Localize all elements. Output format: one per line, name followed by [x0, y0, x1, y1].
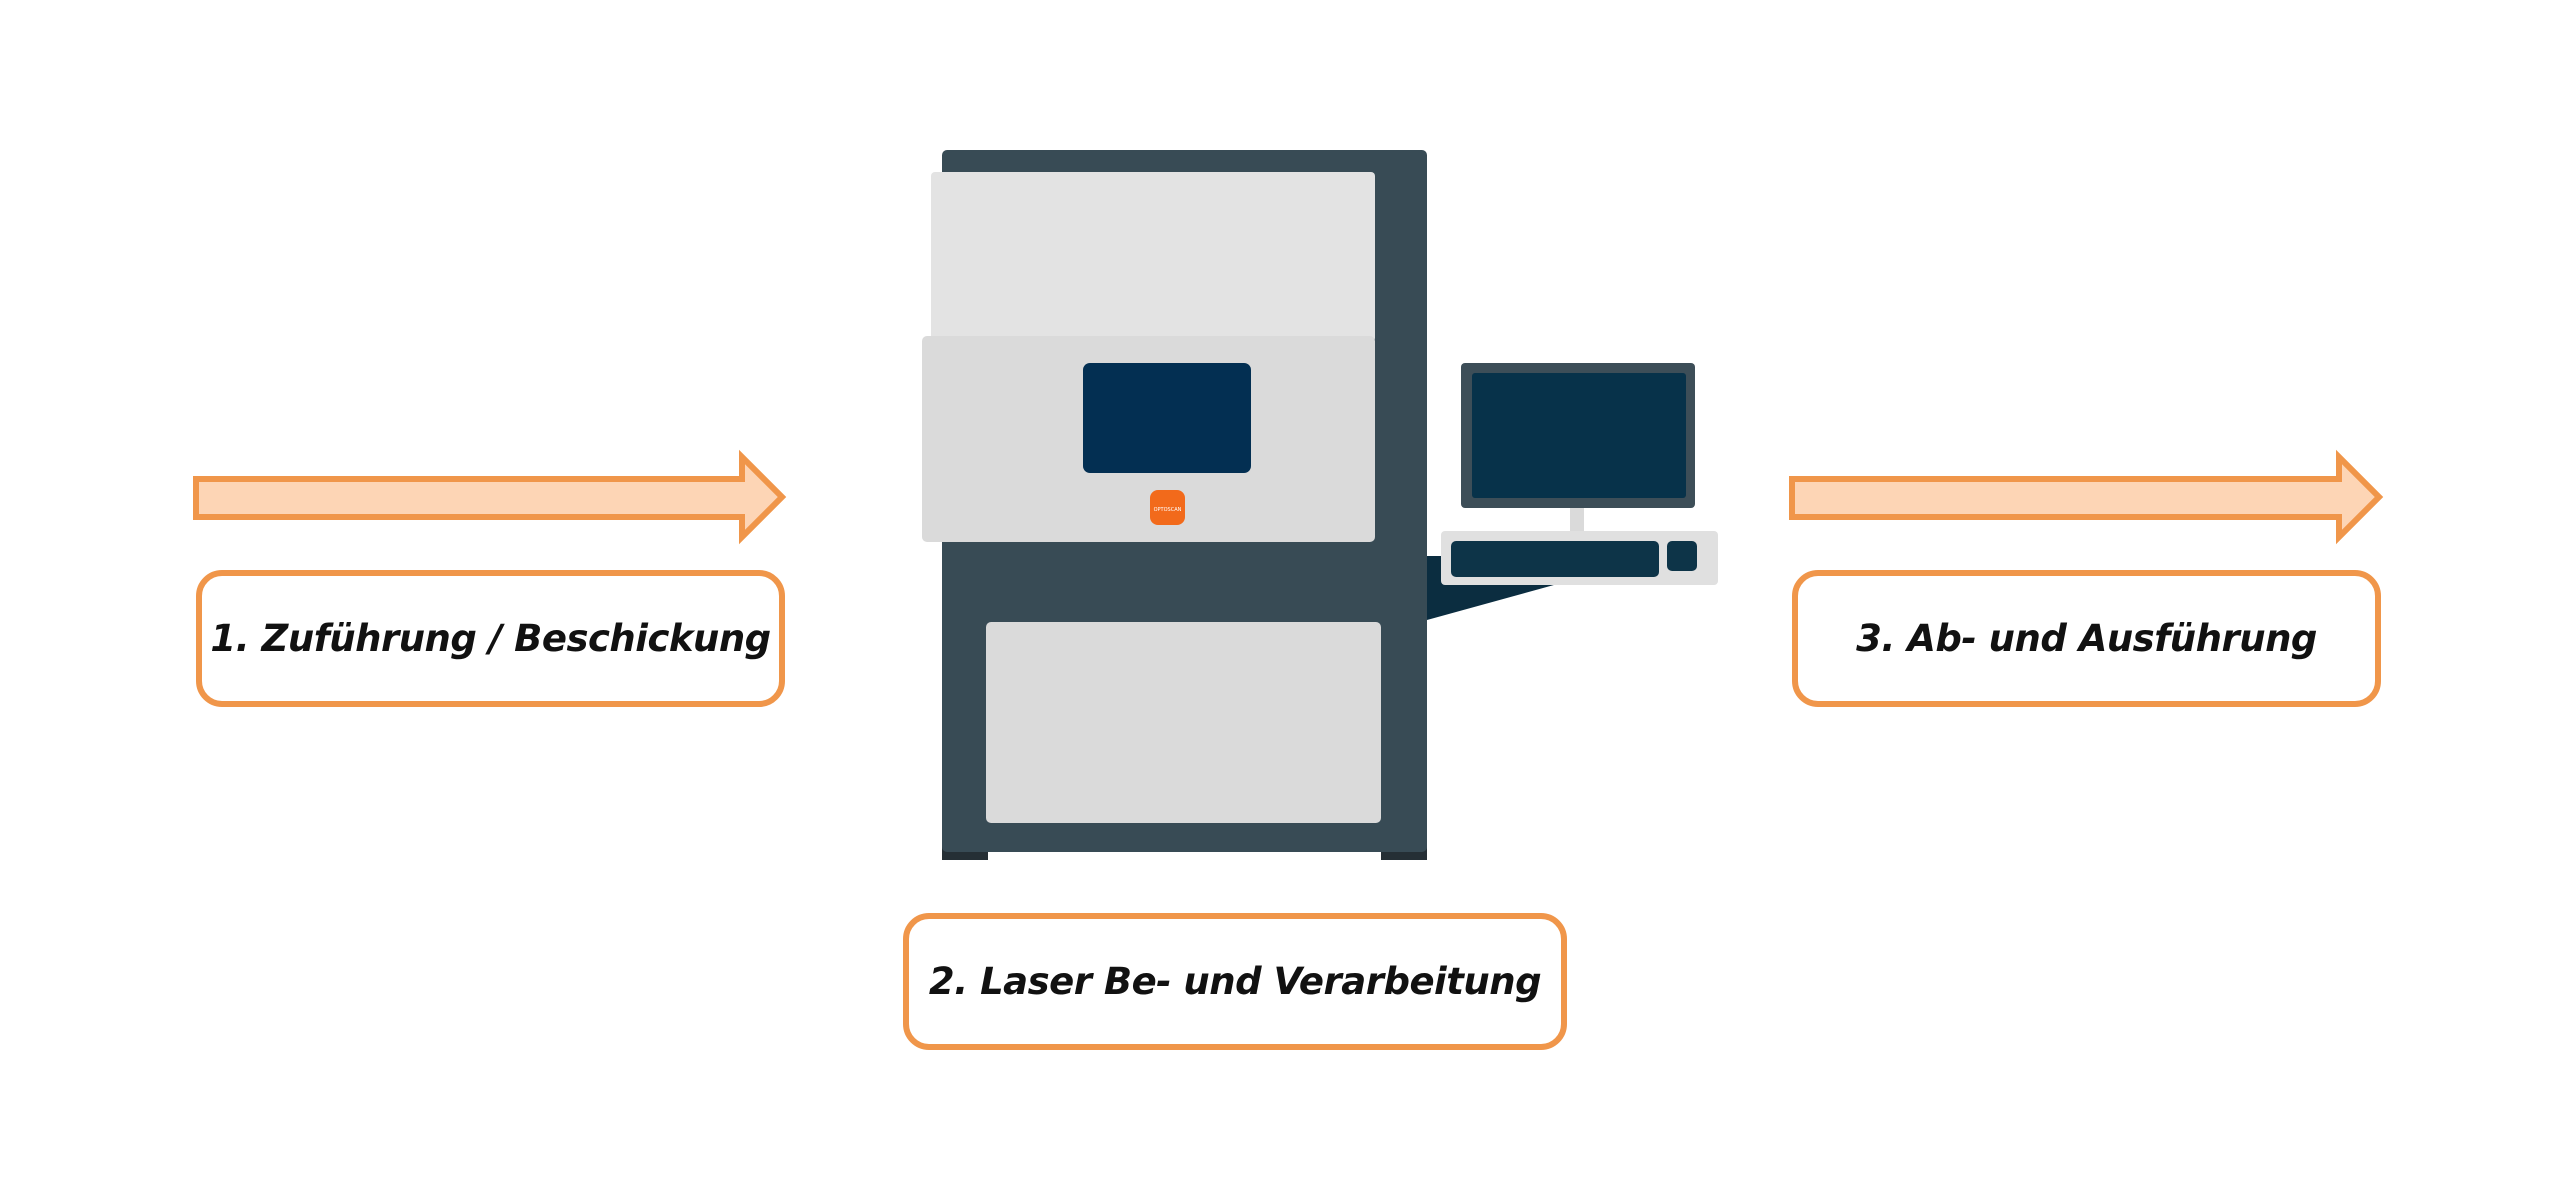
feed-out-arrow-icon: [1789, 449, 2384, 545]
logo-text: OPTOSCAN: [1154, 507, 1182, 513]
step-1-label: 1. Zuführung / Beschickung: [196, 570, 785, 707]
workstation-icon: [1427, 363, 1718, 620]
step-2-label: 2. Laser Be- und Verarbeitung: [903, 913, 1567, 1050]
logo-badge: [1150, 490, 1185, 525]
step-3-text: 3. Ab- und Ausführung: [1856, 617, 2317, 660]
laser-machine-icon: OPTOSCAN: [922, 150, 1427, 860]
step-1-text: 1. Zuführung / Beschickung: [210, 617, 771, 660]
step-3-label: 3. Ab- und Ausführung: [1792, 570, 2381, 707]
keyboard-icon: [1441, 531, 1718, 585]
feed-in-arrow-icon: [193, 449, 787, 545]
step-2-text: 2. Laser Be- und Verarbeitung: [928, 960, 1542, 1003]
monitor-icon: [1461, 363, 1695, 508]
